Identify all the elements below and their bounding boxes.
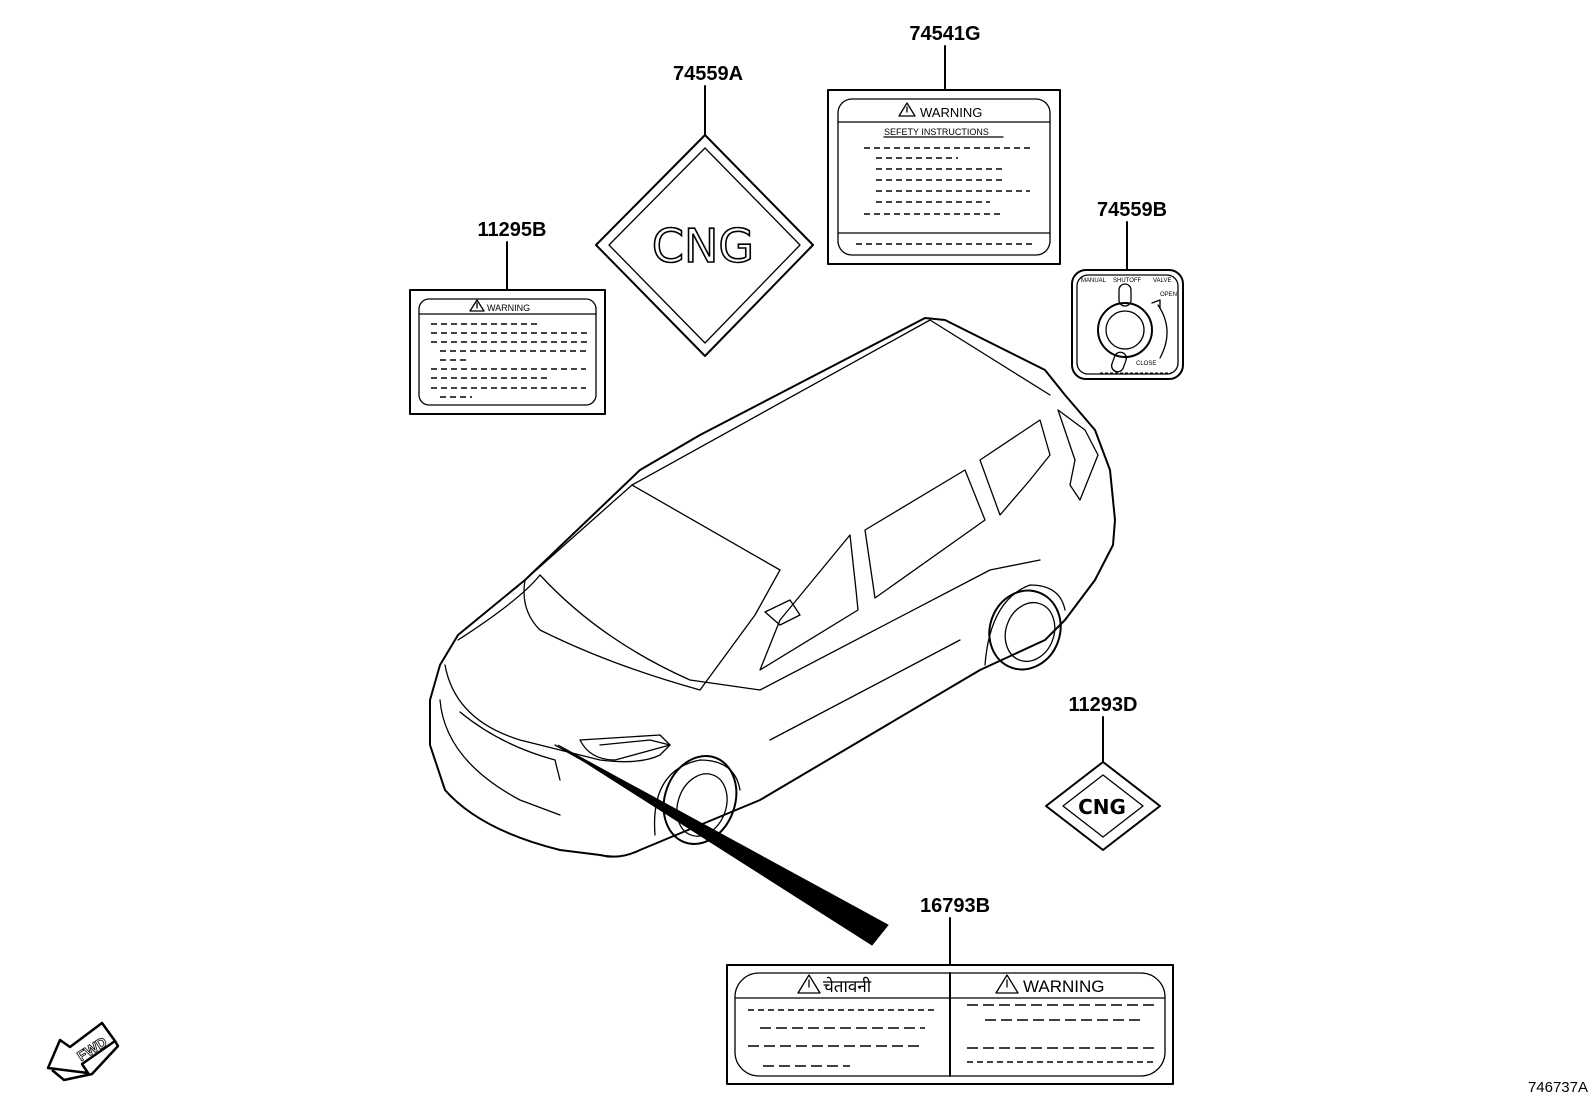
part-11295B: 11295B WARNING — [409, 219, 606, 415]
part-16793B: 16793B चेतावनी WARNING — [726, 895, 1174, 1085]
warning-title: WARNING — [920, 105, 982, 120]
valve-shutoff-text: SHUTOFF — [1113, 278, 1142, 284]
part-number-74541G: 74541G — [909, 23, 980, 45]
label-inner-border — [418, 298, 597, 406]
label-outline — [409, 289, 606, 415]
vehicle-outline — [429, 317, 1116, 858]
valve-knob-icon — [1097, 283, 1153, 373]
safety-instructions-heading: SEFETY INSTRUCTIONS — [884, 127, 989, 137]
diamond-inner — [1062, 774, 1144, 838]
valve-open-text: OPEN — [1160, 292, 1177, 298]
cng-text: CNG — [652, 219, 754, 273]
hindi-warning-title: चेतावनी — [823, 976, 872, 996]
english-warning-title: WARNING — [1023, 977, 1105, 996]
warning-triangle-icon — [995, 974, 1019, 994]
warning-title: WARNING — [487, 303, 530, 313]
rotation-arrow-icon — [1151, 299, 1168, 359]
diamond-outer — [595, 134, 814, 357]
diagram-id: 746737A — [1528, 1079, 1588, 1096]
warning-triangle-icon — [797, 974, 821, 994]
label-text-lines — [748, 1004, 1157, 1067]
valve-manual-text: MANUAL — [1081, 278, 1107, 284]
part-number-11293D: 11293D — [1069, 694, 1138, 716]
warning-triangle-icon — [469, 299, 485, 312]
part-74541G: 74541G WARNING SEFETY INSTRUCTIONS — [827, 23, 1061, 265]
valve-close-text: CLOSE — [1136, 361, 1156, 367]
label-text-lines — [431, 323, 588, 398]
leader-wedge — [557, 744, 889, 946]
part-74559A: 74559A CNG — [595, 63, 814, 357]
valve-valve-text: VALVE — [1153, 278, 1171, 284]
part-number-74559B: 74559B — [1097, 199, 1167, 221]
part-number-11295B: 11295B — [478, 219, 547, 241]
label-outline — [827, 89, 1061, 265]
label-outline — [726, 964, 1174, 1085]
warning-triangle-icon — [898, 102, 916, 117]
label-text-lines — [856, 147, 1034, 245]
label-inner-border — [837, 98, 1051, 256]
label-outline — [1071, 269, 1184, 380]
part-11293D: 11293D CNG — [1045, 694, 1161, 851]
diamond-inner — [608, 147, 801, 344]
part-number-74559A: 74559A — [673, 63, 743, 85]
cng-text: CNG — [1078, 795, 1126, 819]
part-74559B: 74559B MANUAL SHUTOFF VALVE OPEN CLOSE — [1071, 199, 1184, 380]
forward-direction-icon: FWD — [46, 1021, 120, 1082]
diamond-outer — [1045, 761, 1161, 851]
part-number-16793B: 16793B — [920, 895, 990, 917]
